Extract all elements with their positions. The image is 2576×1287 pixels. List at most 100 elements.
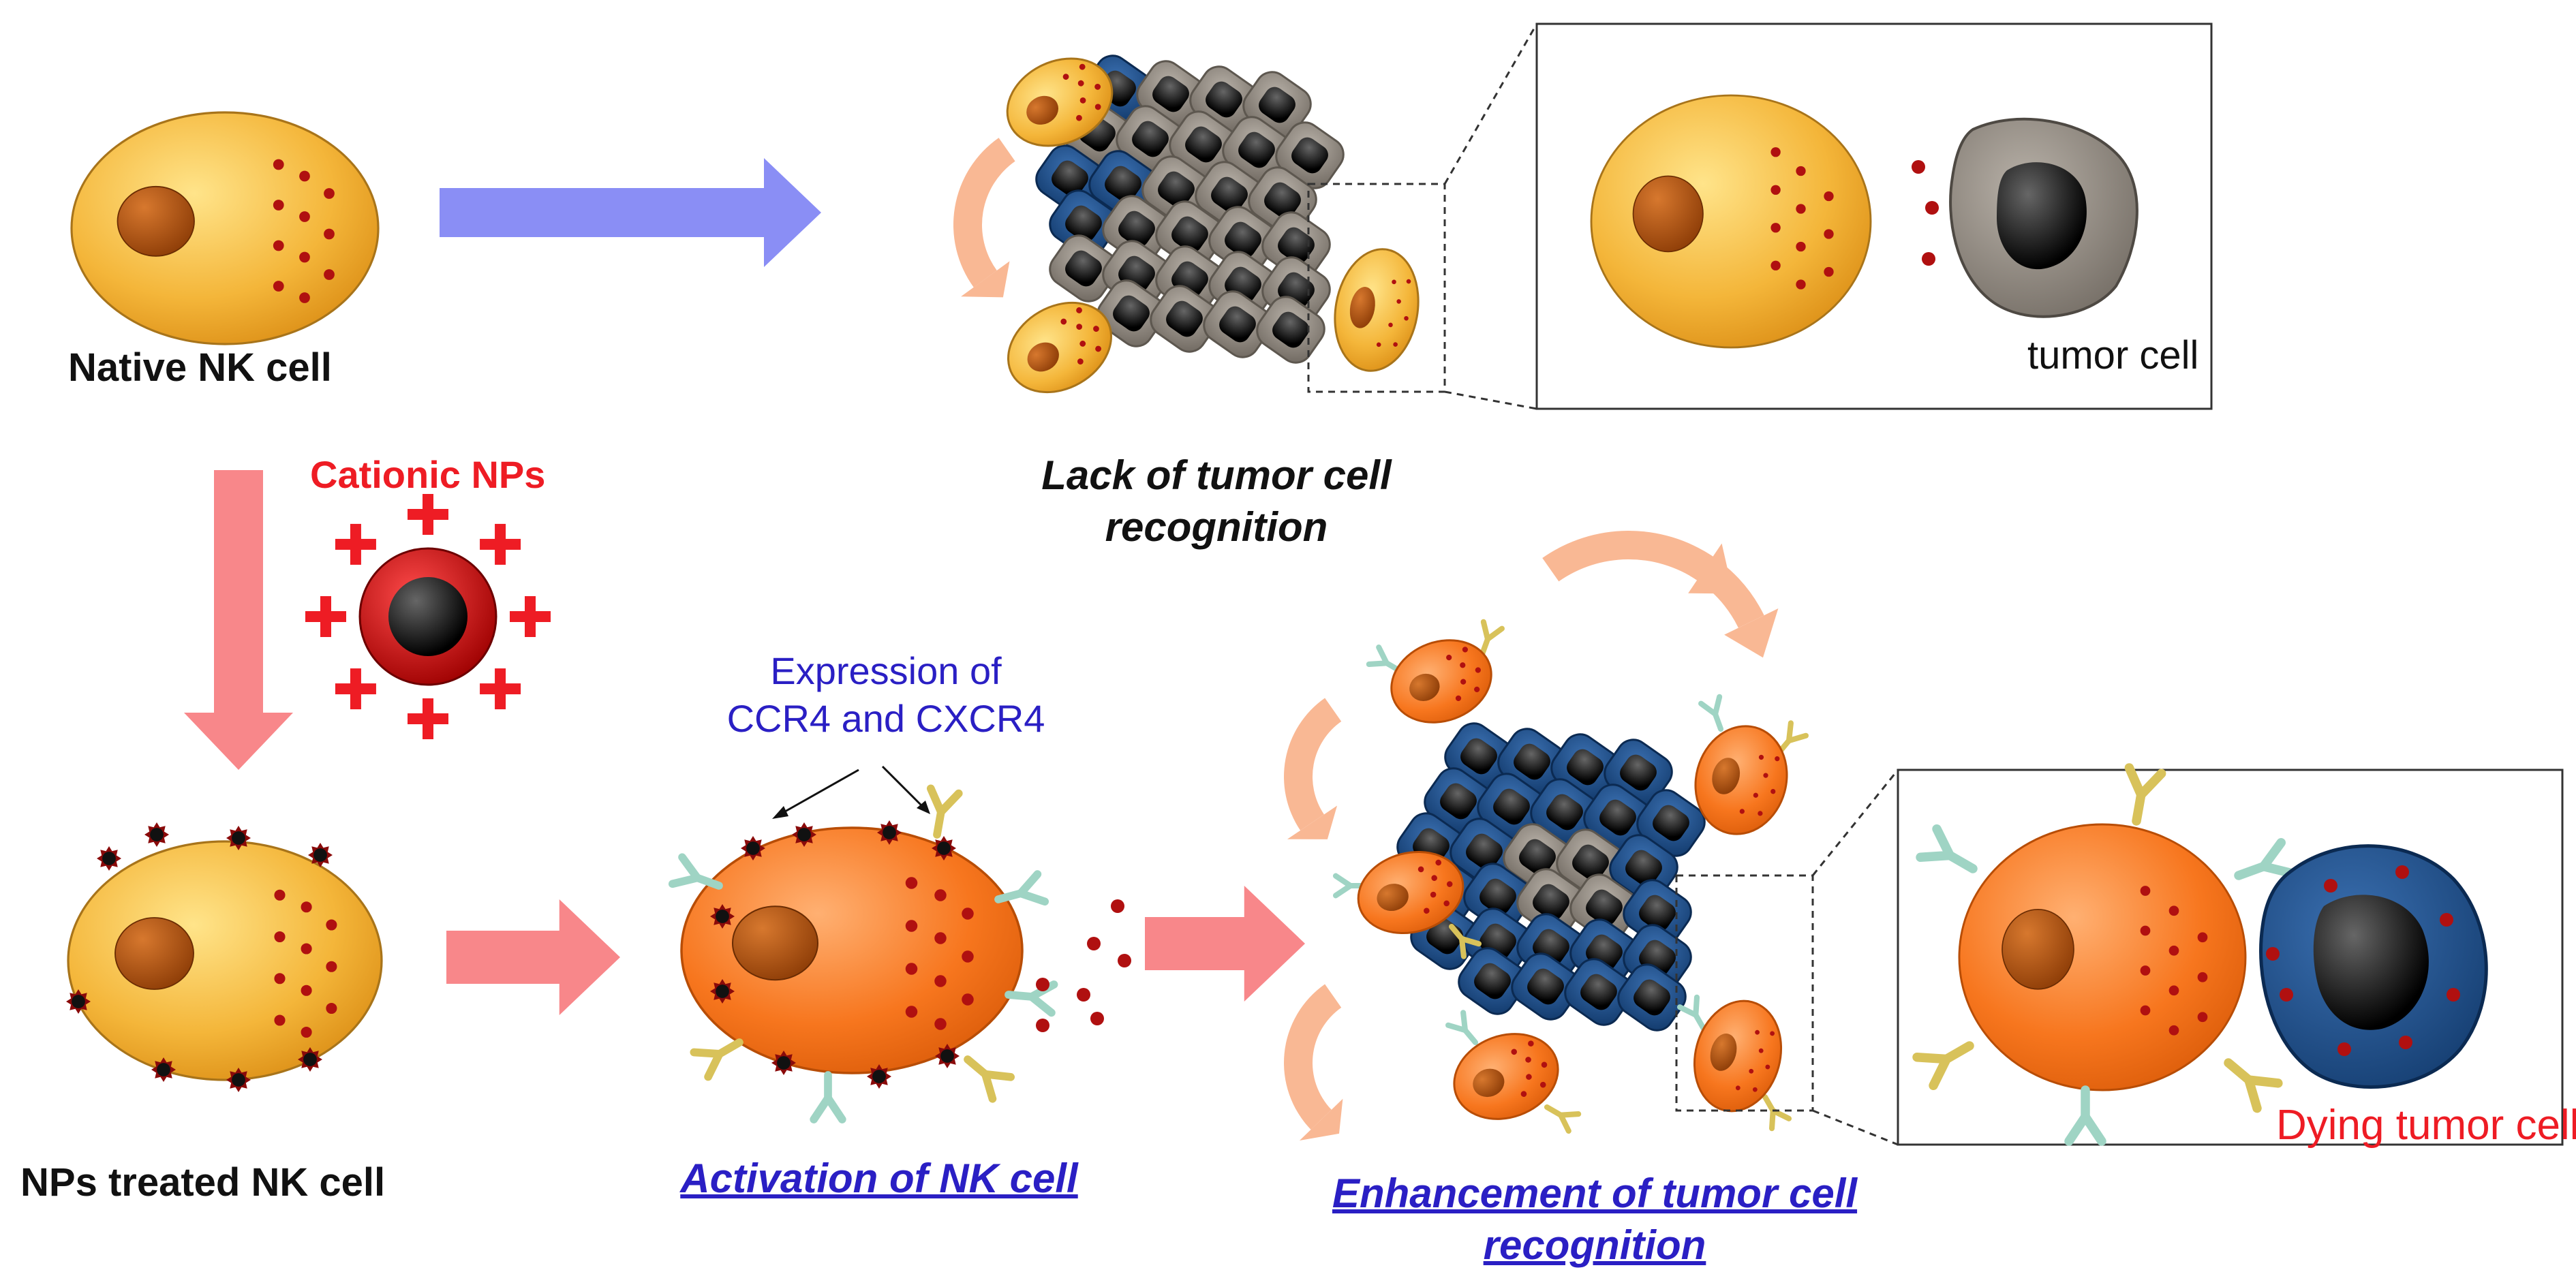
np-core bbox=[746, 841, 760, 855]
np-core bbox=[157, 1063, 170, 1076]
granule bbox=[1392, 279, 1396, 285]
granule bbox=[1755, 1029, 1760, 1035]
granule bbox=[934, 932, 947, 944]
granule bbox=[962, 908, 974, 920]
granule bbox=[1758, 754, 1764, 760]
granule bbox=[1079, 97, 1086, 104]
granule bbox=[1758, 811, 1763, 816]
receptor bbox=[810, 1071, 846, 1123]
granule bbox=[2140, 886, 2151, 896]
granule bbox=[1076, 324, 1083, 330]
nk-top-3 bbox=[1334, 248, 1420, 372]
granule bbox=[1094, 83, 1101, 90]
lack-recognition-line1: Lack of tumor cell bbox=[1041, 452, 1392, 498]
granule bbox=[934, 1018, 947, 1030]
granule bbox=[2140, 965, 2151, 976]
tumor-nucleus bbox=[1460, 738, 1497, 775]
granule bbox=[1796, 279, 1806, 290]
np-core bbox=[388, 577, 467, 656]
tumor-nucleus bbox=[1653, 805, 1689, 841]
small-nk-body bbox=[1694, 725, 1788, 835]
receptor bbox=[1445, 1010, 1479, 1046]
granule bbox=[2197, 1012, 2208, 1023]
arrow-native-to-cluster bbox=[440, 158, 821, 267]
receptor bbox=[2224, 1058, 2283, 1113]
plus-sign bbox=[480, 668, 521, 710]
granule bbox=[1796, 166, 1806, 176]
nk-cell-body bbox=[1958, 823, 2247, 1091]
granule bbox=[1770, 1031, 1775, 1036]
small-nucleus bbox=[1026, 95, 1059, 125]
granule bbox=[274, 931, 286, 943]
granule bbox=[1406, 279, 1411, 284]
released-granules bbox=[1036, 899, 1131, 1032]
np-core bbox=[716, 984, 729, 998]
receptor bbox=[2064, 1085, 2106, 1146]
tumor-nucleus bbox=[1625, 850, 1662, 886]
granule bbox=[1388, 322, 1393, 328]
small-nk-body bbox=[1334, 248, 1420, 372]
expression-line2: CCR4 and CXCR4 bbox=[726, 697, 1045, 740]
released-granule bbox=[1922, 252, 1935, 266]
granule bbox=[301, 943, 312, 955]
granule bbox=[1770, 147, 1781, 157]
granule bbox=[2168, 1025, 2179, 1036]
granule bbox=[299, 170, 310, 182]
zoom-line-top-1 bbox=[1443, 23, 1538, 185]
np-core bbox=[102, 852, 116, 865]
lack-of-recognition-caption: Lack of tumor cell recognition bbox=[951, 450, 1482, 553]
cycle-arrow-bottom-2 bbox=[1284, 984, 1343, 1141]
tumor-nucleus bbox=[1519, 839, 1556, 875]
granule bbox=[1796, 241, 1806, 252]
granule bbox=[905, 920, 918, 932]
granule bbox=[1393, 342, 1398, 347]
tumor-nucleus bbox=[1259, 87, 1295, 123]
inset-activated-nk-cell bbox=[1912, 763, 2297, 1146]
tumor-cell bbox=[1150, 285, 1219, 353]
granule bbox=[934, 889, 947, 901]
granule bbox=[273, 159, 284, 170]
nucleus bbox=[1632, 175, 1704, 253]
granule bbox=[1541, 1061, 1548, 1068]
tumor-nucleus bbox=[1264, 182, 1301, 219]
granule bbox=[1525, 1057, 1531, 1063]
granule bbox=[1460, 662, 1466, 668]
granule bbox=[273, 240, 284, 251]
tumor-nucleus bbox=[1113, 295, 1150, 332]
np-core bbox=[797, 828, 811, 841]
tumor-cell bbox=[1222, 116, 1291, 184]
granule bbox=[2280, 988, 2293, 1002]
nucleus bbox=[2002, 908, 2074, 990]
dying-tumor-cell-label: Dying tumor cell bbox=[2276, 1102, 2576, 1149]
receptor bbox=[1544, 1104, 1582, 1134]
granule bbox=[2168, 945, 2179, 956]
receptor bbox=[1762, 1094, 1792, 1132]
granule bbox=[1765, 1064, 1770, 1070]
granule bbox=[2440, 913, 2453, 927]
released-granule bbox=[1036, 1019, 1049, 1032]
tumor-nucleus bbox=[1105, 166, 1141, 202]
tumor-nucleus bbox=[1639, 895, 1676, 931]
tumor-cell bbox=[1458, 947, 1527, 1015]
receptor bbox=[926, 784, 963, 839]
granule bbox=[2447, 988, 2460, 1002]
tumor-nucleus bbox=[1479, 878, 1516, 915]
granule bbox=[1094, 104, 1101, 110]
receptor bbox=[668, 853, 723, 890]
tumor-nucleus bbox=[1219, 306, 1256, 343]
granule bbox=[1526, 1074, 1532, 1080]
tumor-nucleus bbox=[1997, 162, 2087, 270]
small-nucleus bbox=[1409, 673, 1440, 702]
granule bbox=[1417, 866, 1424, 873]
plus-sign bbox=[335, 523, 376, 565]
granule bbox=[1076, 114, 1082, 121]
small-nk-body bbox=[1390, 639, 1492, 724]
arrow-activated-to-cluster bbox=[1145, 886, 1305, 1002]
nk-bottom-2 bbox=[1694, 725, 1788, 835]
granule bbox=[2337, 1042, 2351, 1056]
tumor-nucleus bbox=[1278, 227, 1315, 264]
granule bbox=[1752, 1087, 1758, 1092]
small-nk-body bbox=[1357, 850, 1465, 935]
plus-sign bbox=[335, 668, 376, 710]
